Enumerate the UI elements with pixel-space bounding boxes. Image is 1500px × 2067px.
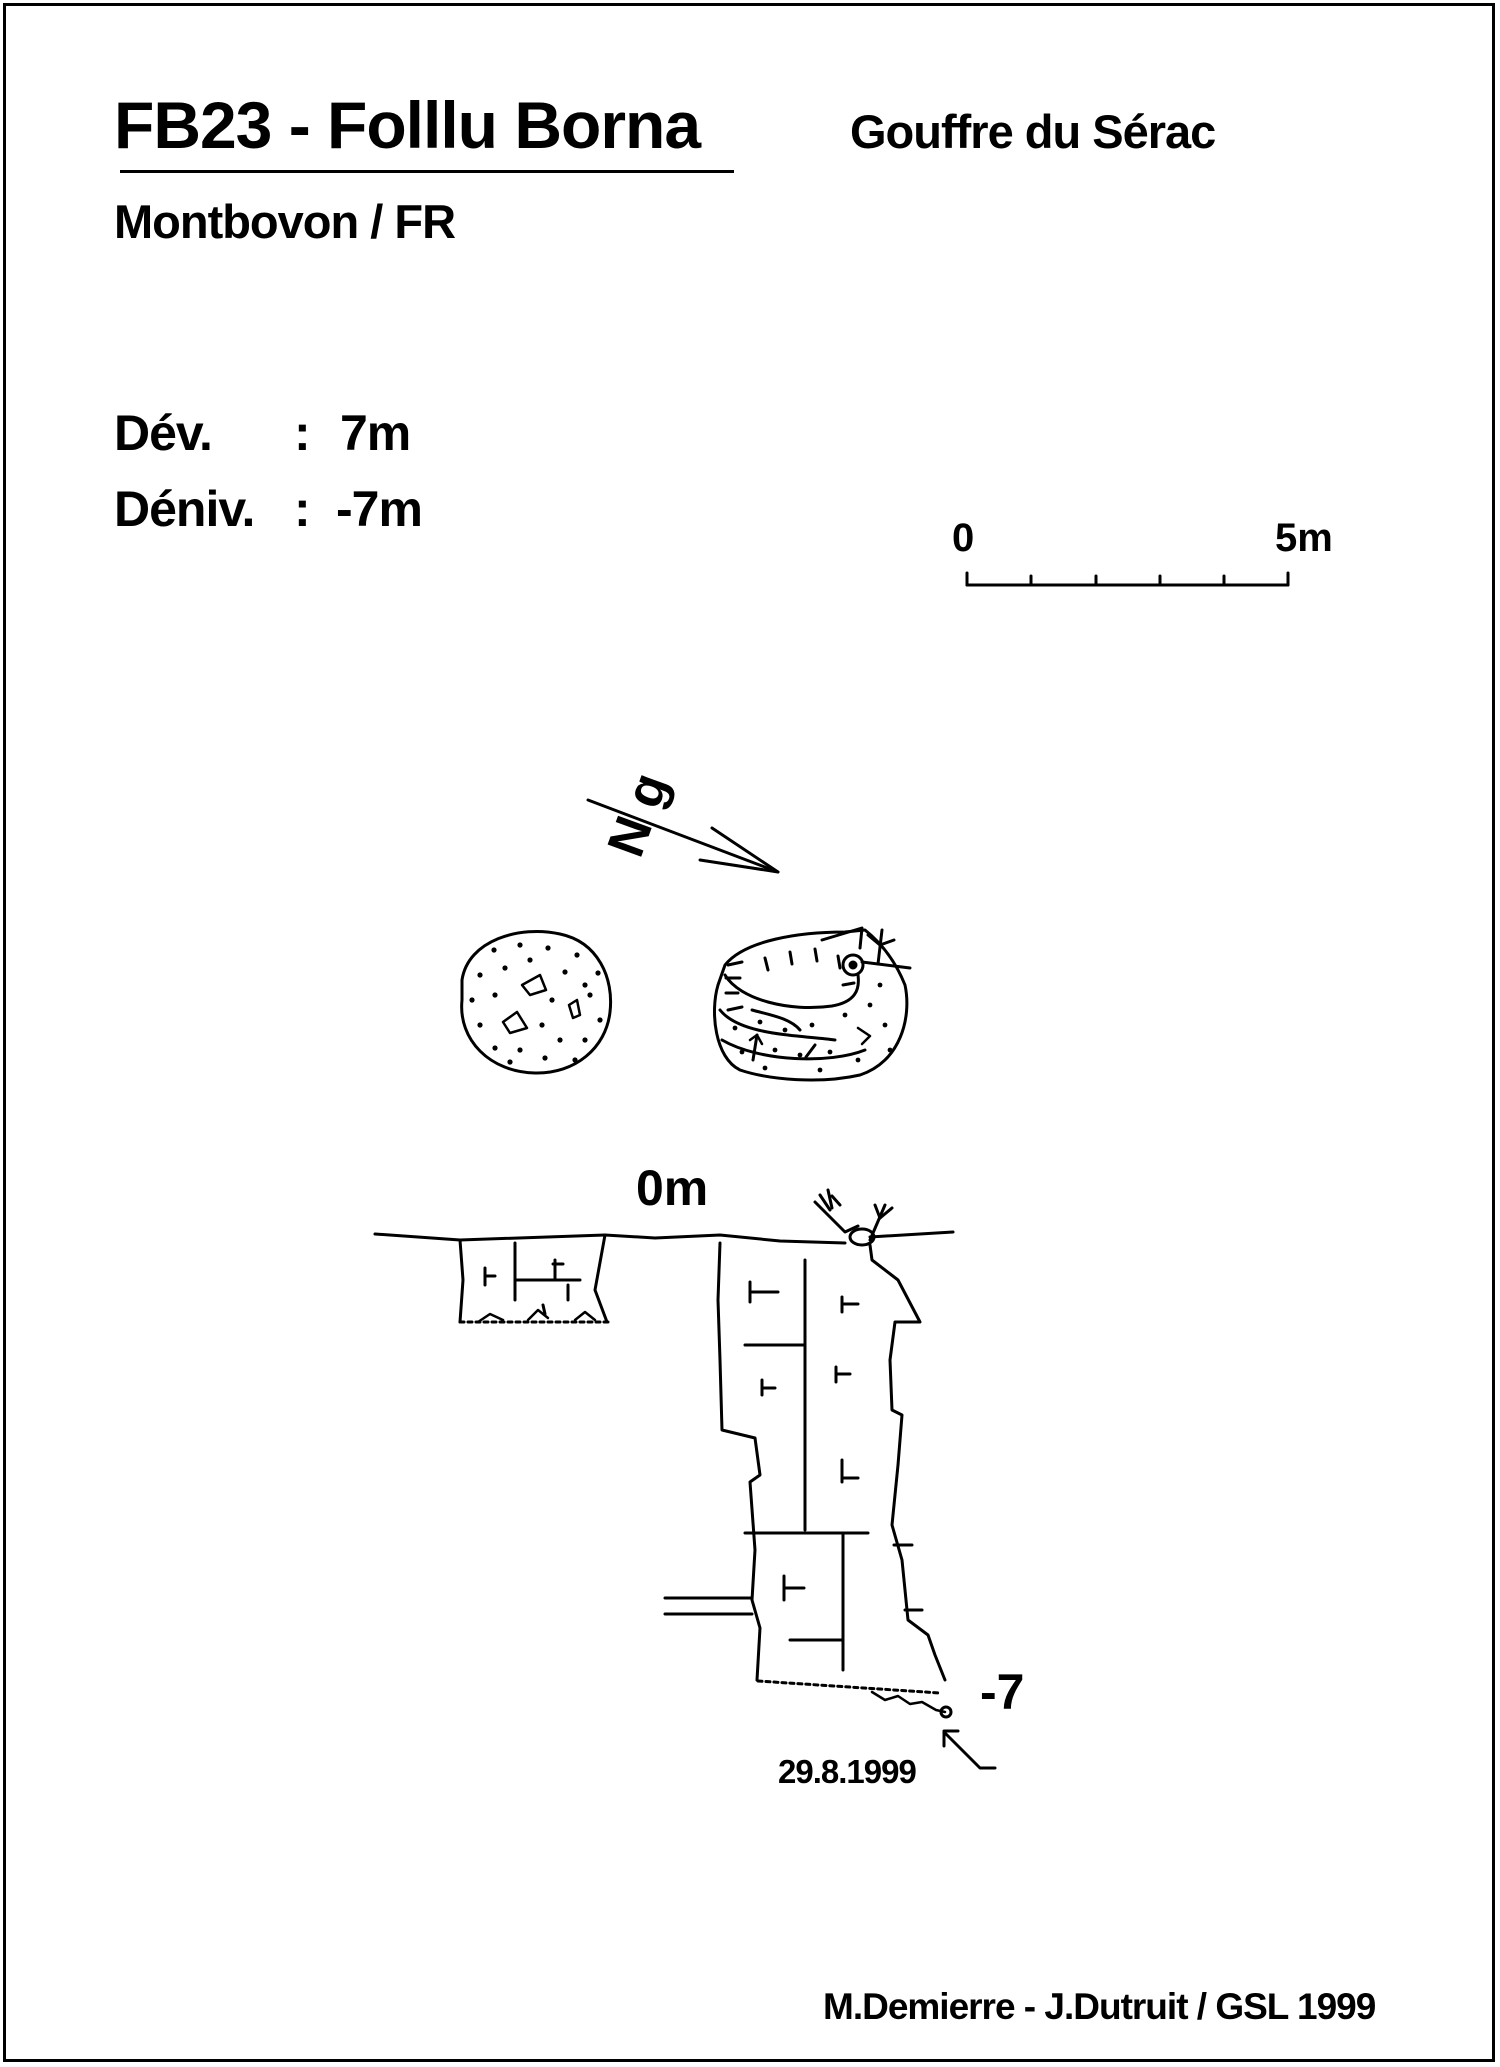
- north-arrow-icon: [586, 798, 780, 874]
- stat-separator-development: :: [294, 405, 311, 461]
- stat-value-depth: -7m: [336, 481, 423, 537]
- drawing-frame: [3, 3, 1495, 2062]
- section-top-label: 0m: [636, 1160, 709, 1216]
- stat-value-development: 7m: [340, 405, 411, 461]
- cave-location: Montbovon / FR: [114, 195, 456, 248]
- north-arrow-label: N g: [597, 766, 680, 865]
- section-bottom-label: -7: [980, 1664, 1025, 1720]
- title-underline: [120, 170, 734, 173]
- section-ground-surface: [373, 1188, 955, 1247]
- plan-view-boulder-dots: [469, 942, 603, 1065]
- stat-separator-depth: :: [294, 481, 311, 537]
- scale-end-label: 5m: [1275, 516, 1333, 560]
- stat-label-depth: Déniv.: [114, 481, 255, 537]
- plan-view-scree-dots: [732, 982, 893, 1073]
- section-left-shaft: [458, 1233, 612, 1324]
- plan-view-right-shaft: [712, 926, 912, 1082]
- survey-pointer-arrow: [942, 1729, 997, 1770]
- plan-view-left-shaft: [460, 930, 613, 1075]
- scale-bar: [965, 571, 1290, 587]
- survey-date: 29.8.1999: [778, 1753, 917, 1790]
- section-main-shaft: [663, 1241, 953, 1719]
- survey-credit: M.Demierre - J.Dutruit / GSL 1999: [823, 1986, 1376, 2027]
- cave-title: FB23 - Folllu Borna: [114, 88, 701, 162]
- cave-subtitle: Gouffre du Sérac: [850, 105, 1216, 158]
- stat-label-development: Dév.: [114, 405, 213, 461]
- scale-start-label: 0: [952, 516, 975, 560]
